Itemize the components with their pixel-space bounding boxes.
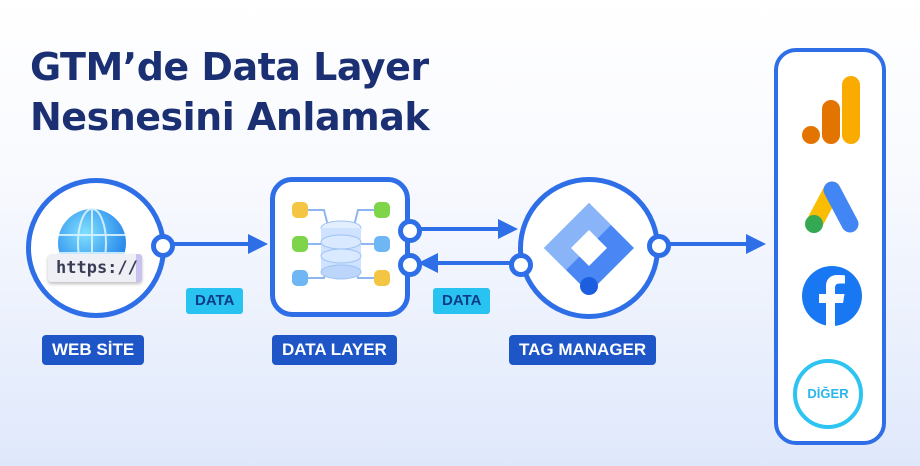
data-badge: DATA	[186, 288, 244, 314]
gtm-output-port	[647, 234, 671, 258]
web-site-label: WEB SİTE	[42, 335, 145, 365]
arrowhead-gtm-to-platforms	[746, 234, 766, 254]
gtm-input-port	[509, 253, 533, 277]
web-output-port	[151, 234, 175, 258]
url-text: https://	[56, 258, 138, 278]
google-tag-manager-icon	[544, 203, 634, 295]
arrowhead-datalayer-to-gtm	[498, 219, 518, 239]
tag-manager-label: TAG MANAGER	[509, 335, 657, 365]
arrowhead-web-to-datalayer	[248, 234, 268, 254]
page-title: GTM’de Data Layer Nesnesini Anlamak	[30, 42, 430, 142]
title-line-1: GTM’de Data Layer	[30, 45, 429, 89]
url-bar	[48, 254, 142, 282]
datalayer-input-port	[398, 253, 422, 277]
title-line-2: Nesnesini Anlamak	[30, 95, 430, 139]
datalayer-output-port	[398, 219, 422, 243]
data-badge: DATA	[433, 288, 491, 314]
arrowhead-gtm-to-datalayer	[418, 253, 438, 273]
facebook-icon	[802, 266, 862, 326]
other-platforms-badge: DİĞER	[793, 359, 863, 429]
database-icon	[292, 202, 390, 286]
google-ads-icon	[805, 181, 859, 233]
google-analytics-icon	[802, 76, 860, 144]
data-layer-label: DATA LAYER	[272, 335, 397, 365]
